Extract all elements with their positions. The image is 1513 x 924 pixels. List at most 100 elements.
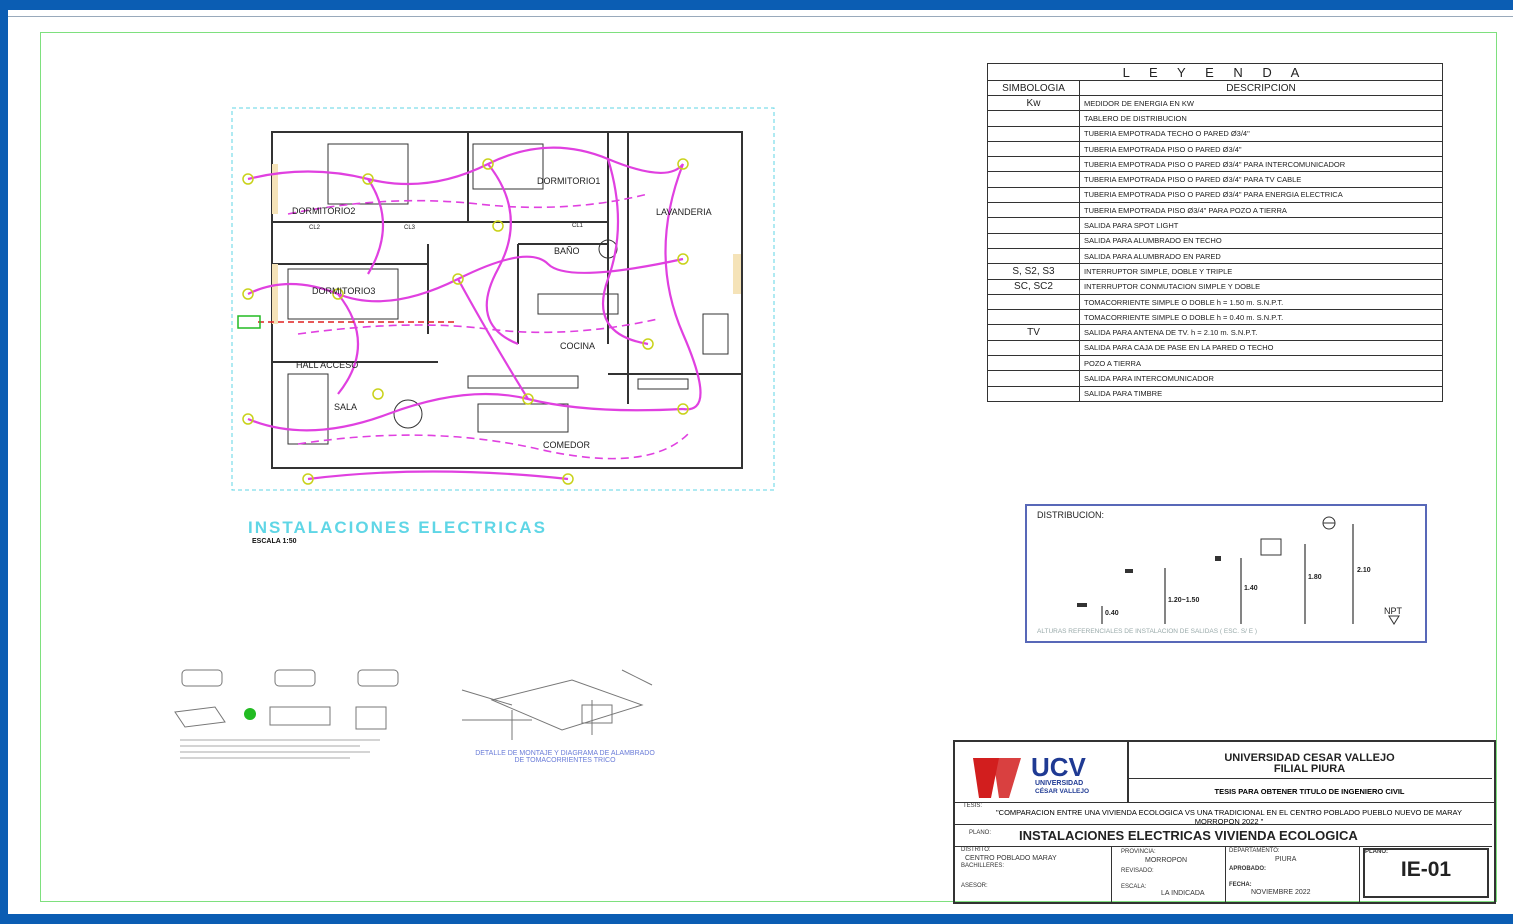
legend-description: SALIDA PARA TIMBRE	[1079, 385, 1443, 402]
legend-row: SALIDA PARA INTERCOMUNICADOR	[987, 370, 1443, 387]
height-label-3: 1.80	[1308, 574, 1322, 581]
legend-description: TUBERIA EMPOTRADA PISO O PARED Ø3/4" PAR…	[1079, 156, 1443, 173]
assembly-detail-drawing	[461, 669, 653, 740]
logo-text-cesar-vallejo: CÉSAR VALLEJO	[1035, 788, 1090, 795]
fecha-label: FECHA:	[1229, 882, 1252, 888]
window-border-left	[0, 0, 8, 924]
university-name: UNIVERSIDAD CESAR VALLEJO	[1224, 752, 1395, 764]
legend-symbol: TV	[987, 324, 1080, 341]
legend-description: SALIDA PARA INTERCOMUNICADOR	[1079, 370, 1443, 387]
npt-label: NPT	[1384, 606, 1402, 616]
departamento-value: PIURA	[1275, 856, 1297, 863]
legend-row: TUBERIA EMPOTRADA PISO O PARED Ø3/4" PAR…	[987, 171, 1443, 188]
height-label-1: 1.20~1.50	[1168, 597, 1200, 604]
departamento-label: DEPARTAMENTO:	[1229, 848, 1280, 854]
legend-symbol	[987, 156, 1080, 173]
escala-value: LA INDICADA	[1161, 890, 1205, 897]
logo-text-universidad: UNIVERSIDAD	[1035, 780, 1084, 787]
height-label-0: 0.40	[1105, 610, 1119, 617]
room-label-cocina: COCINA	[560, 341, 596, 351]
provincia-value: MORROPON	[1145, 857, 1187, 864]
legend-description: MEDIDOR DE ENERGIA EN KW	[1079, 94, 1443, 112]
escala-label: ESCALA:	[1121, 884, 1147, 890]
thesis-title: "COMPARACION ENTRE UNA VIVIENDA ECOLOGIC…	[996, 808, 1462, 826]
legend-symbol	[987, 171, 1080, 188]
legend-symbol	[987, 370, 1080, 387]
legend-col-description: DESCRIPCION	[1079, 80, 1443, 96]
legend-row: TABLERO DE DISTRIBUCION	[987, 110, 1443, 127]
legend-symbol	[987, 385, 1080, 402]
legend-symbol	[987, 247, 1080, 265]
legend-symbol	[987, 110, 1080, 127]
aprobado-label: APROBADO:	[1229, 866, 1266, 872]
distribution-diagram	[1077, 516, 1400, 625]
legend-row: SALIDA PARA ALUMBRADO EN TECHO	[987, 232, 1443, 249]
closet-label-cl3: CL3	[404, 225, 416, 231]
distrito-value: CENTRO POBLADO MARAY	[965, 855, 1057, 862]
plano-number: IE-01	[1400, 858, 1452, 881]
filial-name: FILIAL PIURA	[1273, 763, 1346, 775]
tesis-line: TESIS PARA OBTENER TITULO DE INGENIERO C…	[1214, 787, 1405, 796]
plano-number-label: PLANO:	[1365, 849, 1388, 855]
legend-title: L E Y E N D A	[987, 63, 1443, 81]
room-label-dormitorio3: DORMITORIO3	[312, 286, 376, 296]
legend-row: SALIDA PARA TIMBRE	[987, 385, 1443, 402]
legend-row: TUBERIA EMPOTRADA PISO Ø3/4" PARA POZO A…	[987, 202, 1443, 219]
legend-description: TUBERIA EMPOTRADA PISO O PARED Ø3/4"	[1079, 140, 1443, 158]
legend-symbol: S, S2, S3	[987, 263, 1080, 280]
drawing-sheet	[40, 32, 1497, 902]
legend-row: POZO A TIERRA	[987, 355, 1443, 372]
ucv-logo-icon	[969, 752, 1027, 805]
asesor-label: ASESOR:	[961, 883, 988, 889]
legend-row: TUBERIA EMPOTRADA PISO O PARED Ø3/4" PAR…	[987, 156, 1443, 173]
switch-details-drawing	[174, 669, 399, 759]
legend-row: TUBERIA EMPOTRADA TECHO O PARED Ø3/4"	[987, 125, 1443, 142]
plano-number-box	[1363, 848, 1489, 898]
title-col-divider	[1225, 846, 1226, 902]
plan-scale: ESCALA 1:50	[252, 538, 297, 545]
legend-description: TUBERIA EMPOTRADA TECHO O PARED Ø3/4"	[1079, 125, 1443, 142]
height-label-2: 1.40	[1244, 585, 1258, 592]
legend-row: TUBERIA EMPOTRADA PISO O PARED Ø3/4" PAR…	[987, 186, 1443, 204]
provincia-label: PROVINCIA:	[1121, 849, 1156, 855]
legend-description: INTERRUPTOR SIMPLE, DOBLE Y TRIPLE	[1079, 263, 1443, 280]
room-label-comedor: COMEDOR	[543, 440, 590, 450]
room-label-hall: HALL ACCESO	[296, 360, 359, 370]
legend-row: TOMACORRIENTE SIMPLE O DOBLE h = 0.40 m.…	[987, 309, 1443, 326]
legend-description: TOMACORRIENTE SIMPLE O DOBLE h = 1.50 m.…	[1079, 293, 1443, 311]
legend-symbol	[987, 309, 1080, 326]
legend-symbol: SC, SC2	[987, 278, 1080, 295]
tesis-label: TESIS:	[963, 803, 983, 809]
title-block: UCV UNIVERSIDAD CÉSAR VALLEJO UNIVERSIDA…	[953, 740, 1496, 904]
assembly-detail-caption: DETALLE DE MONTAJE Y DIAGRAMA DE ALAMBRA…	[475, 750, 655, 764]
distribution-footer: ALTURAS REFERENCIALES DE INSTALACION DE …	[1037, 628, 1258, 635]
legend-description: SALIDA PARA ALUMBRADO EN PARED	[1079, 247, 1443, 265]
legend-symbol	[987, 232, 1080, 249]
legend-symbol	[987, 339, 1080, 357]
title-divider	[955, 824, 1492, 825]
legend-row: SALIDA PARA ALUMBRADO EN PARED	[987, 247, 1443, 265]
legend-description: SALIDA PARA ANTENA DE TV. h = 2.10 m. S.…	[1079, 324, 1443, 341]
legend-row: SALIDA PARA CAJA DE PASE EN LA PARED O T…	[987, 339, 1443, 357]
room-label-dormitorio2: DORMITORIO2	[292, 206, 356, 216]
legend-symbol: Kw	[987, 94, 1080, 112]
legend-description: INTERRUPTOR CONMUTACION SIMPLE Y DOBLE	[1079, 278, 1443, 295]
legend-row: TUBERIA EMPOTRADA PISO O PARED Ø3/4"	[987, 140, 1443, 158]
room-label-bano: BAÑO	[554, 246, 580, 256]
height-label-4: 2.10	[1357, 567, 1371, 574]
legend-symbol	[987, 202, 1080, 219]
legend-description: TUBERIA EMPOTRADA PISO Ø3/4" PARA POZO A…	[1079, 202, 1443, 219]
legend-description: TUBERIA EMPOTRADA PISO O PARED Ø3/4" PAR…	[1079, 186, 1443, 204]
legend-description: SALIDA PARA SPOT LIGHT	[1079, 217, 1443, 234]
distribution-panel: DISTRIBUCION: 0.40 1.20~1.50 1.40 1.80 2…	[1025, 504, 1427, 643]
title-col-divider	[1359, 846, 1360, 902]
floor-plan	[231, 107, 775, 491]
plan-title: INSTALACIONES ELECTRICAS	[248, 518, 547, 537]
legend-description: TABLERO DE DISTRIBUCION	[1079, 110, 1443, 127]
window-border-top	[0, 0, 1513, 10]
logo-text-ucv: UCV	[1031, 752, 1086, 782]
